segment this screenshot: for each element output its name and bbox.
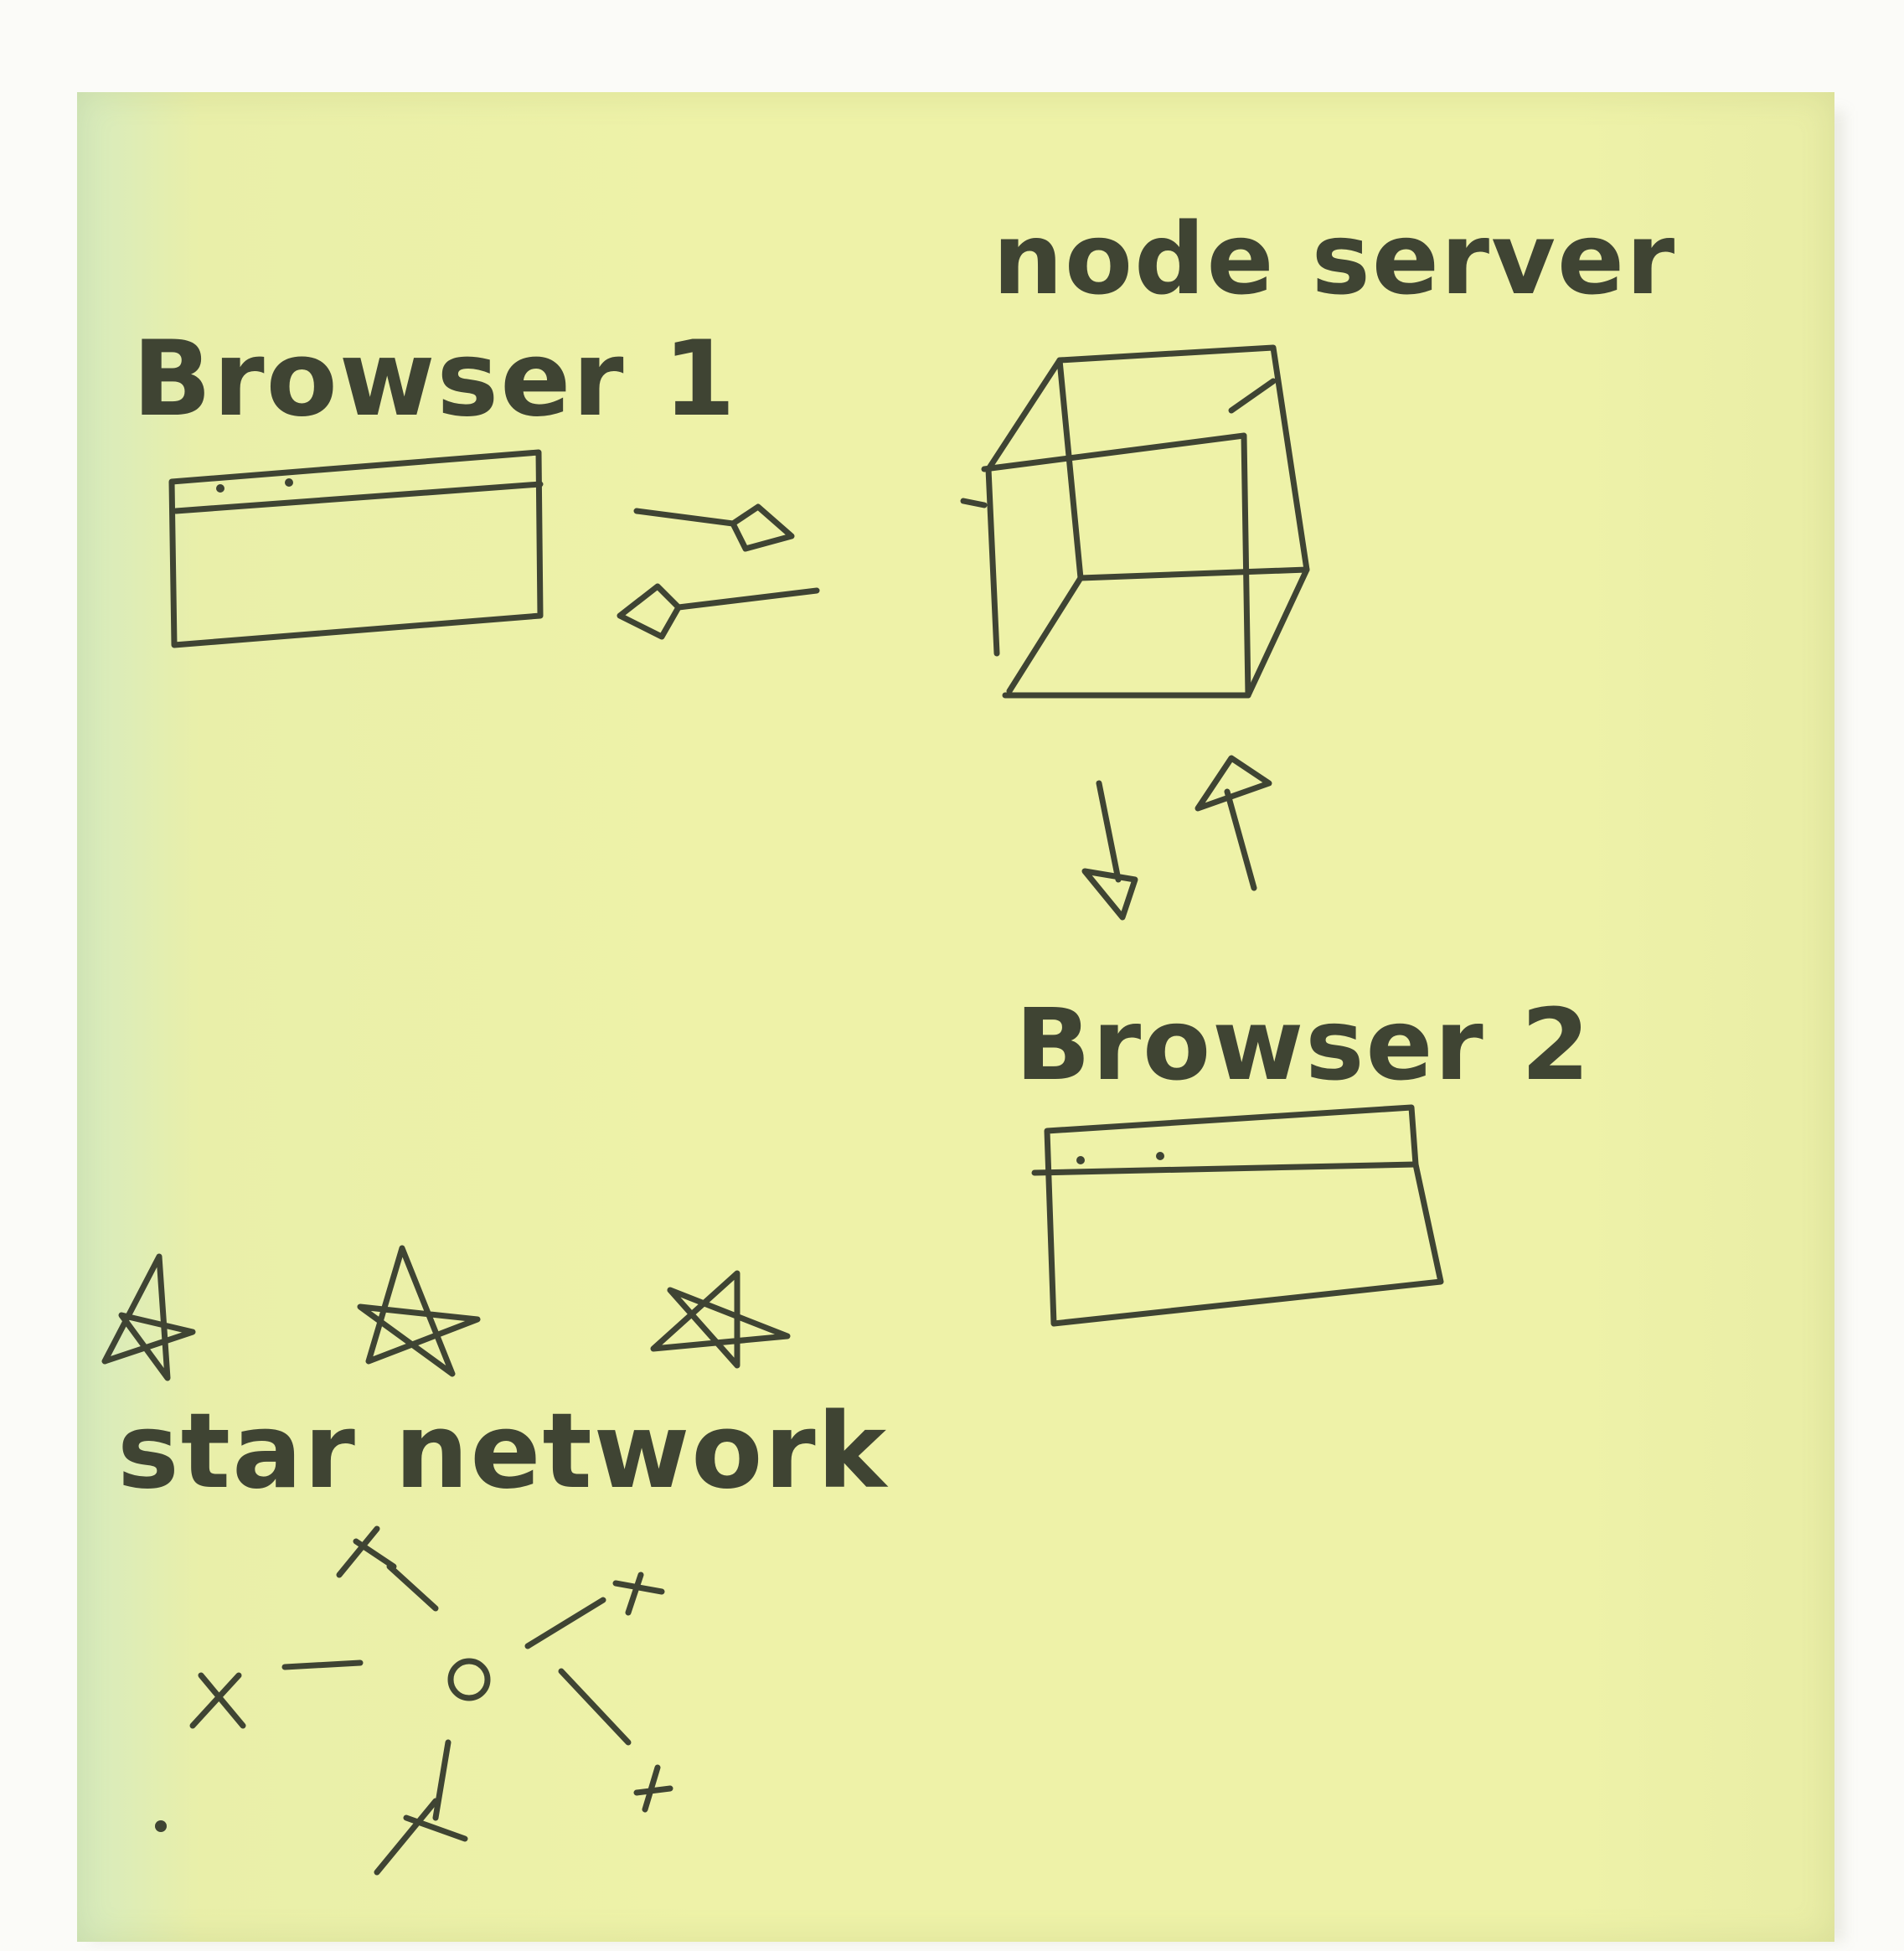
server-box-icon xyxy=(960,344,1310,699)
up-arrow-icon xyxy=(1195,755,1272,891)
response-arrow-icon xyxy=(617,583,820,640)
star-icon xyxy=(101,1253,196,1381)
network-node-icon xyxy=(374,1798,468,1876)
star-icon xyxy=(650,1270,791,1369)
ink-dot xyxy=(155,1820,167,1832)
network-node-icon xyxy=(633,1764,673,1813)
node-server-label: node server xyxy=(993,201,1676,317)
network-link xyxy=(558,1668,632,1746)
browser-2-label: Browser 2 xyxy=(1015,987,1592,1102)
network-node-icon xyxy=(447,1658,491,1701)
sticky-note xyxy=(77,92,1834,1942)
network-link xyxy=(432,1739,451,1821)
network-link xyxy=(281,1659,364,1670)
network-node-icon xyxy=(612,1572,665,1616)
network-link xyxy=(386,1563,439,1612)
request-arrow-icon xyxy=(633,503,795,552)
star-network-label: star network xyxy=(117,1391,889,1512)
star-icon xyxy=(357,1245,481,1377)
network-node-icon xyxy=(336,1525,397,1578)
star-network-diagram xyxy=(155,1525,673,1876)
down-arrow-icon xyxy=(1081,780,1138,921)
browser-1-window-icon xyxy=(168,449,544,648)
browser-1-label: Browser 1 xyxy=(132,319,737,440)
network-node-icon xyxy=(189,1672,246,1729)
network-link xyxy=(524,1597,606,1649)
browser-2-window-icon xyxy=(1031,1104,1444,1327)
